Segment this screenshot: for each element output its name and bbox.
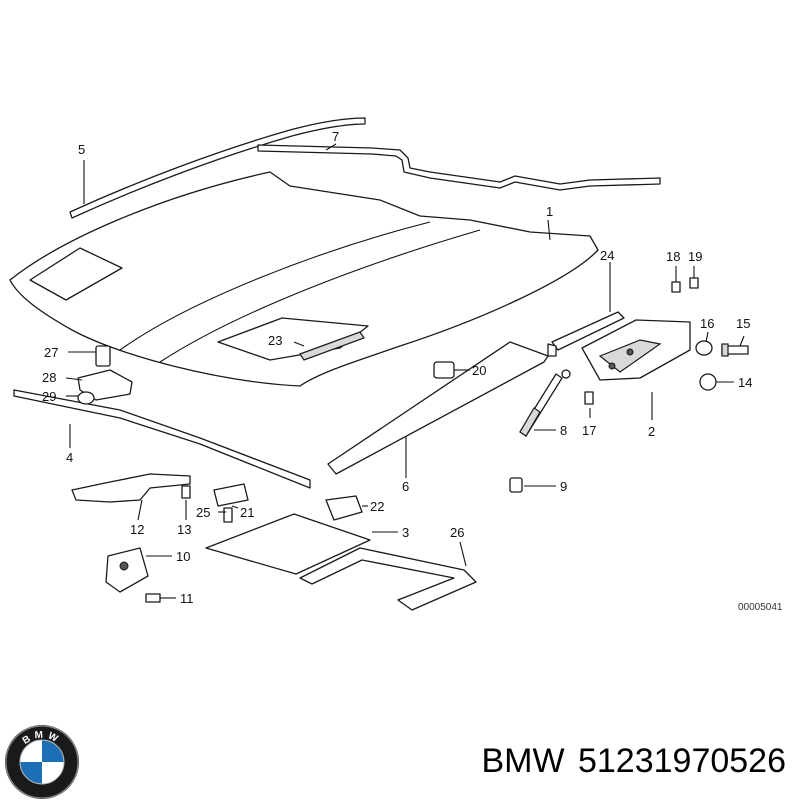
hood-seal-strip-part xyxy=(69,117,366,219)
callout-23: 23 xyxy=(268,333,282,348)
callout-labels: 1 2 3 4 5 6 7 8 9 10 11 12 13 14 15 16 1… xyxy=(42,129,752,606)
hood-scoop-seal-part xyxy=(299,331,365,361)
callout-2: 2 xyxy=(648,424,655,439)
gas-strut-part xyxy=(519,369,571,437)
callout-29: 29 xyxy=(42,389,56,404)
callout-10: 10 xyxy=(176,549,190,564)
callout-19: 19 xyxy=(688,249,702,264)
latch-bracket-part xyxy=(71,473,191,503)
lower-seal-part xyxy=(13,389,311,489)
buffer-nut-part xyxy=(77,391,95,405)
callout-26: 26 xyxy=(450,525,464,540)
callout-7: 7 xyxy=(332,129,339,144)
callout-25: 25 xyxy=(196,505,210,520)
callout-9: 9 xyxy=(560,479,567,494)
callout-3: 3 xyxy=(402,525,409,540)
logo-quadrant-bottom-left xyxy=(20,762,42,784)
buffer-part xyxy=(95,345,111,367)
weatherstrip-part xyxy=(327,341,549,475)
bmw-logo-icon: BMW xyxy=(5,725,79,799)
callout-27: 27 xyxy=(44,345,58,360)
callout-17: 17 xyxy=(582,423,596,438)
callout-28: 28 xyxy=(42,370,56,385)
callout-22: 22 xyxy=(370,499,384,514)
catch-screw-part xyxy=(223,507,233,523)
callout-14: 14 xyxy=(738,375,752,390)
callout-6: 6 xyxy=(402,479,409,494)
brand-name: BMW xyxy=(481,742,565,780)
catch-part xyxy=(213,483,249,507)
hood-cable-part xyxy=(257,144,661,191)
callout-20: 20 xyxy=(472,363,486,378)
hinge-part xyxy=(581,319,691,381)
part-number: 51231970526 xyxy=(577,742,786,780)
hood-latch-part xyxy=(105,547,149,593)
callout-8: 8 xyxy=(560,423,567,438)
callout-18: 18 xyxy=(666,249,680,264)
logo-quadrant-top-right xyxy=(42,740,64,762)
callout-21: 21 xyxy=(240,505,254,520)
callout-5: 5 xyxy=(78,142,85,157)
callout-11: 11 xyxy=(180,591,194,606)
callout-13: 13 xyxy=(177,522,191,537)
callout-24: 24 xyxy=(600,248,614,263)
strut-bolt-part xyxy=(584,391,594,405)
callout-4: 4 xyxy=(66,450,73,465)
bracket-part xyxy=(325,495,363,521)
hinge-bolt-part xyxy=(721,343,749,357)
clip-part xyxy=(433,361,455,379)
latch-screw-part xyxy=(181,485,191,499)
leader-lines xyxy=(65,143,745,599)
hinge-bushing-part xyxy=(695,340,713,356)
sound-frame-part xyxy=(299,547,477,611)
latch-bolt-part xyxy=(145,593,161,603)
fastener-clip-part xyxy=(509,477,523,493)
diagram-reference-code: 00005041 xyxy=(738,602,783,613)
hinge-nut-part xyxy=(699,373,717,391)
callout-15: 15 xyxy=(736,316,750,331)
callout-12: 12 xyxy=(130,522,144,537)
part-number-line: BMW 51231970526 xyxy=(477,742,786,781)
hood-panel-part xyxy=(9,171,599,387)
lift-bracket-part xyxy=(547,311,625,357)
callout-1: 1 xyxy=(546,204,553,219)
buffer-bracket-part xyxy=(77,369,133,401)
insulation-pad-part xyxy=(205,513,371,575)
callout-16: 16 xyxy=(700,316,714,331)
